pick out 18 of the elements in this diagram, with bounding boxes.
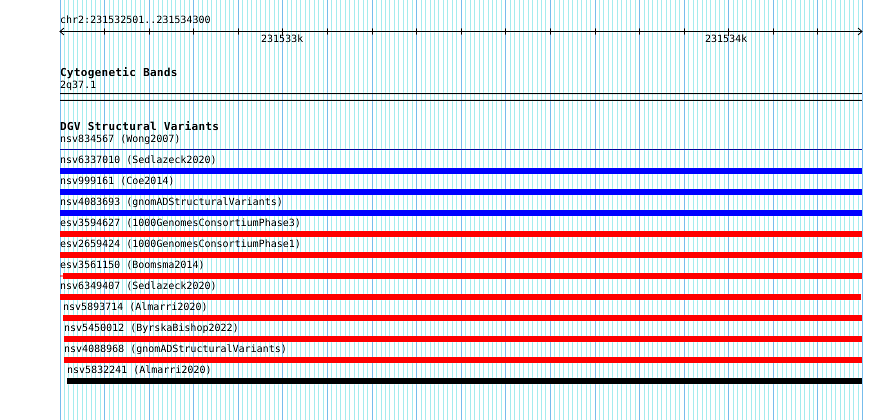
ruler-tick-label: 231534k xyxy=(705,35,748,45)
variant-label: nsv5450012 (ByrskaBishop2022) xyxy=(64,324,239,334)
track-title: Cytogenetic Bands xyxy=(60,67,178,79)
variant-label: nsv4088968 (gnomADStructuralVariants) xyxy=(64,345,287,355)
variant-label: esv2659424 (1000GenomesConsortiumPhase1) xyxy=(60,240,301,250)
band-label: 2q37.1 xyxy=(60,81,96,91)
variant-label: esv3594627 (1000GenomesConsortiumPhase3) xyxy=(60,219,301,229)
variant-label: esv3561150 (Boomsma2014) xyxy=(60,261,204,271)
variant-label: nsv6349407 (Sedlazeck2020) xyxy=(60,282,217,292)
variant-label: nsv6337010 (Sedlazeck2020) xyxy=(60,156,217,166)
variant-label: nsv834567 (Wong2007) xyxy=(60,135,180,145)
variant-label: nsv4083693 (gnomADStructuralVariants) xyxy=(60,198,283,208)
locus-coordinates: chr2:231532501..231534300 xyxy=(60,16,211,26)
variant-label: nsv5893714 (Almarri2020) xyxy=(63,303,208,313)
variant-label: nsv999161 (Coe2014) xyxy=(60,177,174,187)
track-title: DGV Structural Variants xyxy=(60,121,220,133)
ruler-tick-label: 231533k xyxy=(261,35,304,45)
variant-label: nsv5832241 (Almarri2020) xyxy=(67,366,212,376)
